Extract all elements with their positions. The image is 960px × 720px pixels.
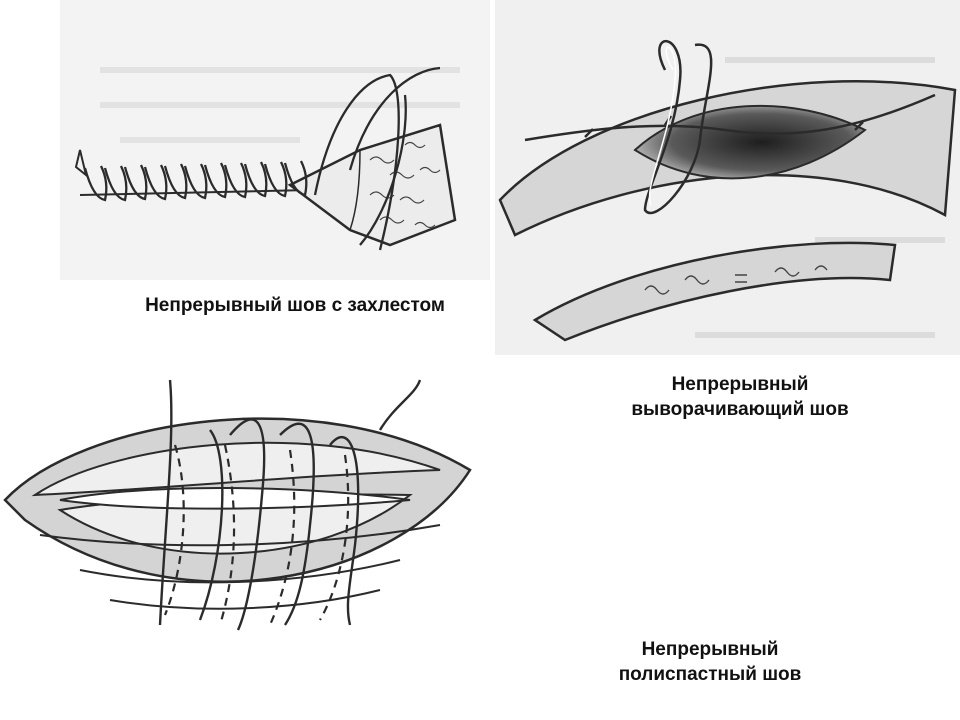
wound-opening: [633, 104, 867, 180]
hidden-stitches: [163, 444, 350, 626]
knot-tail: [74, 149, 88, 178]
caption-everting-line2: выворачивающий шов: [631, 399, 849, 420]
caption-polyspast-suture: Непрерывный полиспастный шов: [510, 637, 910, 687]
caption-overlap-suture: Непрерывный шов с захлестом: [60, 293, 530, 318]
thread-highlight: [648, 46, 677, 206]
flap-edge: [349, 149, 361, 231]
caption-everting-suture: Непрерывный выворачивающий шов: [540, 372, 940, 422]
caption-polyspast-line1: Непрерывный: [641, 639, 779, 660]
wound-slit: [59, 486, 411, 510]
upper-layer: [31, 441, 441, 497]
caption-polyspast-line2: полиспастный шов: [618, 664, 802, 685]
flap-texture: [369, 141, 441, 229]
overlap-stitches: [83, 160, 308, 202]
everting-suture-figure: [495, 0, 960, 355]
wound-line: [79, 189, 311, 196]
overlap-suture-drawing: [60, 0, 490, 280]
thread-loops: [313, 66, 441, 251]
caption-everting-line1: Непрерывный: [671, 374, 809, 395]
caption-overlap-text: Непрерывный шов с захлестом: [145, 295, 445, 316]
overlap-suture-figure: [60, 0, 490, 280]
pulley-stitches: [158, 379, 422, 631]
suture-line: [524, 93, 936, 142]
polyspast-suture-drawing: [0, 375, 490, 720]
lower-tissue: [532, 241, 897, 342]
thread-loop: [643, 40, 713, 214]
everting-suture-drawing: [495, 0, 960, 355]
lower-texture: [644, 265, 828, 295]
polyspast-suture-figure: [0, 375, 490, 720]
bleed-through-text: [100, 67, 460, 143]
